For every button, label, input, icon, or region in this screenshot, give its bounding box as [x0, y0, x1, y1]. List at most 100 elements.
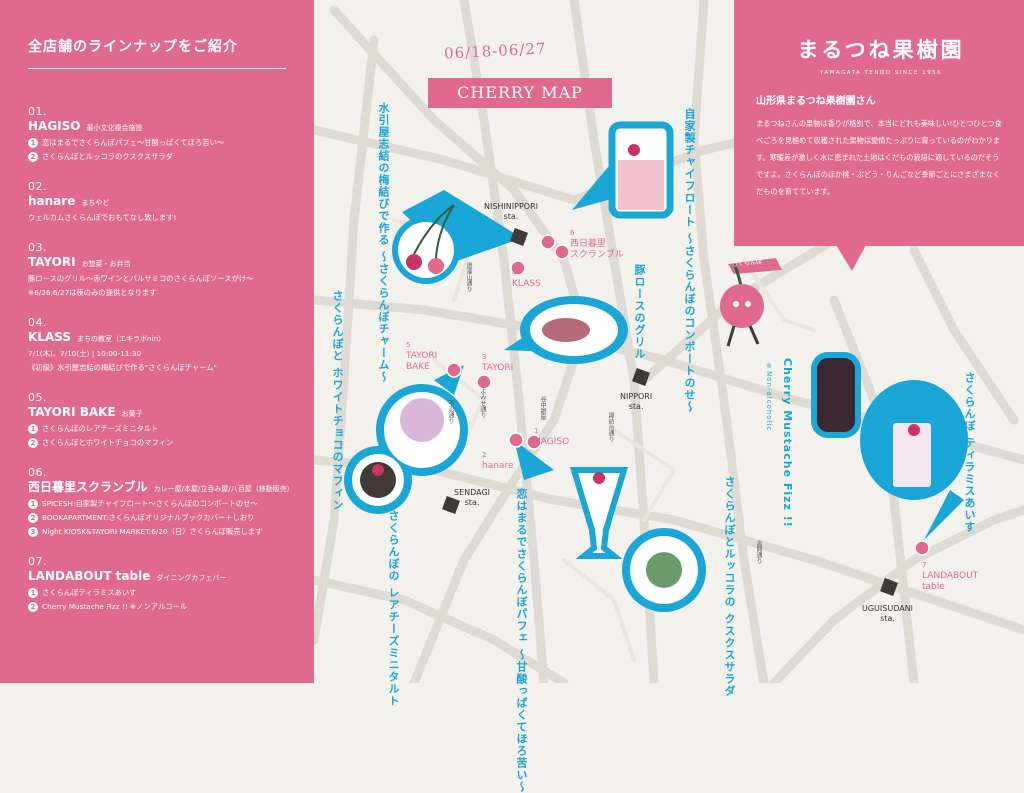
shop-category: お菓子: [121, 410, 143, 418]
card-pointer: [836, 245, 866, 271]
charm-callout: [402, 190, 522, 262]
street: [314, 575, 569, 683]
tayori-marker: [476, 374, 492, 390]
tart-top: [360, 462, 396, 498]
mascot-eye: [745, 301, 751, 307]
shop-number: 03.: [28, 241, 47, 254]
hagiso-marker: [526, 434, 542, 450]
item-number-badge: 1: [28, 588, 38, 598]
mascot-legs: [726, 325, 760, 347]
cherry-icon: [628, 144, 640, 156]
charm-plate: [398, 222, 454, 278]
salad-callout-text: さくらんぼとルッコラの クスクスサラダ: [723, 476, 736, 697]
kototoi-road-label: 言問通り: [755, 540, 762, 564]
tart-callout-text: さくらんぼの レアチーズミニタルト: [387, 510, 400, 707]
mascot-eye: [733, 301, 739, 307]
nishi-marker: [554, 244, 570, 260]
dokan-road-label: 道灌山通り: [465, 262, 472, 292]
shop-category: まちの教室（エキラボniri）: [76, 335, 166, 343]
shop-number: 02.: [28, 180, 47, 193]
nishi-marker: [540, 234, 556, 250]
tiramisu-callout-text: さくらんぼ ティラミスあいす: [963, 372, 976, 533]
street: [689, 0, 769, 683]
item-number-badge: 2: [28, 438, 38, 448]
shop-category: カレー屋/本屋/立呑み屋/八百屋（移動販売）: [153, 485, 294, 493]
cherry-mascot: [720, 258, 782, 347]
item-number-badge: 1: [28, 499, 38, 509]
heading-divider: [28, 68, 286, 69]
cherry-icon: [908, 424, 920, 436]
muffin-callout-text: さくらんぼと ホワイトチョコのマフィン: [331, 290, 344, 511]
landabout-marker: [914, 540, 930, 556]
map-title: CHERRY MAP: [428, 78, 612, 108]
alley: [742, 258, 816, 332]
mascot-body: [720, 284, 764, 328]
menu-item: ※6/26,6/27は夜のみの提供となります: [28, 288, 157, 297]
parfait-glass: [569, 467, 629, 559]
salad-greens: [646, 552, 682, 588]
cherry-icon: [406, 254, 422, 270]
item-number-badge: 1: [28, 424, 38, 434]
shop-number: 05.: [28, 391, 47, 404]
stem-icon: [413, 204, 455, 259]
parfait-callout-text: 恋はまるでさくらんぼパフェ 〜甘酸っぱくてほろ苦い〜: [515, 488, 528, 793]
lineup-heading: 全店舗のラインナップをご紹介: [28, 39, 238, 55]
fizz-note: ※Non-alcoholic: [765, 362, 773, 432]
item-number-badge: 1: [28, 138, 38, 148]
nippori-marker: [632, 368, 650, 386]
street: [314, 35, 379, 645]
shop-number: 07.: [28, 555, 47, 568]
fizz-callout-text: Cherry Mustache Fizz !!: [781, 358, 794, 528]
street: [769, 505, 1024, 683]
shop-category: お惣菜・お弁当: [81, 260, 131, 268]
shop-number: 06.: [28, 466, 47, 479]
station-markers: [442, 228, 898, 596]
chai-drink: [618, 160, 664, 210]
item-number-badge: 2: [28, 152, 38, 162]
charm-callout-text: 水引屋志結の梅結びで作る 〜さくらんぼチャーム〜: [377, 102, 390, 383]
orchard-name: まるつね果樹園: [797, 38, 965, 62]
fizz-glass: [811, 352, 861, 438]
tayori-bake-marker: [446, 362, 462, 378]
orchard-description: まるつねさんの果物は香りが格別で、本当にどれも美味しい!ひとつひとつ食べごろを見…: [756, 119, 1002, 196]
cherry-icon: [428, 258, 444, 274]
mascot-banner: [728, 258, 782, 274]
shop-name: 西日暮里スクランブルカレー屋/本屋/立呑み屋/八百屋（移動販売）: [28, 480, 294, 494]
tiramisu-callout: [924, 490, 964, 540]
menu-item: 《初級》水引屋志結の梅結びで作る"さくらんぼチャーム": [28, 363, 217, 372]
klass-marker: [510, 260, 526, 276]
orchard-tagline: YAMAGATA TENDO SINCE 1956: [819, 70, 943, 76]
shop-number: 04.: [28, 316, 47, 329]
nishinippori-marker: [510, 228, 528, 246]
alley: [562, 558, 636, 662]
parfait-callout: [514, 440, 554, 480]
street: [909, 245, 1019, 425]
